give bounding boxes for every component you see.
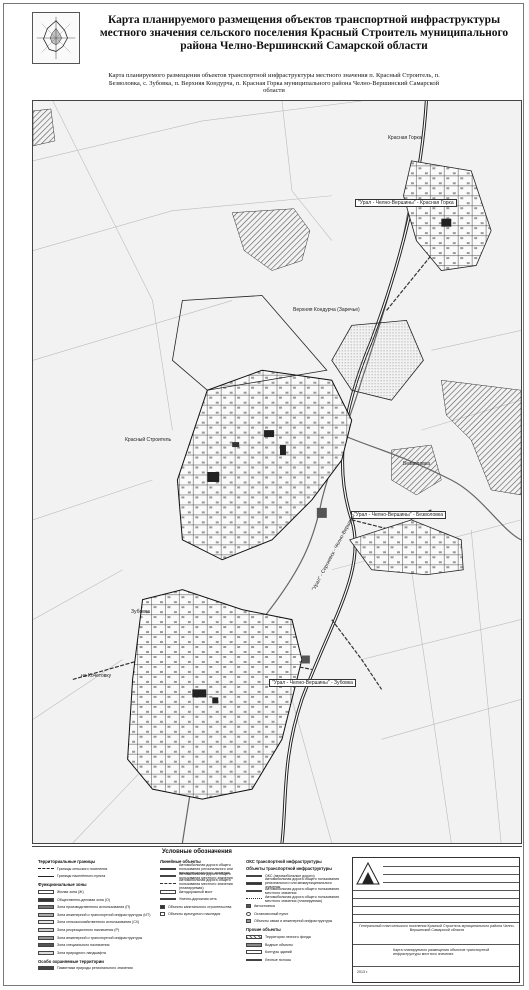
field-boundaries xyxy=(33,101,521,843)
legend-item: Автодорожный мост xyxy=(160,888,244,896)
legend-section-title: Линейные объекты xyxy=(160,859,201,864)
place-label: Зубовка xyxy=(131,609,150,615)
stamp-sheet-title: Карта планируемого размещения объектов т… xyxy=(393,948,490,957)
map-sheet: Карта планируемого размещения объектов т… xyxy=(3,3,524,986)
legend-item: Объекты культурного наследия xyxy=(160,911,244,919)
wind-rose-icon xyxy=(32,12,80,64)
legend-item: Границы населённого пункта xyxy=(38,873,156,881)
road-label: "Урал - Челно-Вершины" - Зубовка xyxy=(269,679,356,687)
legend-item: Зона рекреационного назначения (Р) xyxy=(38,926,156,934)
legend-item: Территории лесного фонда xyxy=(246,933,346,941)
page-title: Карта планируемого размещения объектов т… xyxy=(99,14,509,52)
legend-item: Зона инженерной и транспортной инфрастру… xyxy=(38,934,156,942)
road-label: на Кочетовку xyxy=(81,673,112,679)
legend-item: Автомобильная дорога общего пользования … xyxy=(246,895,346,903)
legend-section-title: Особо охраняемые территории xyxy=(38,958,104,964)
legend-item: Объекты капитального строительства xyxy=(160,903,244,911)
road-label: "Урал - Челно-Вершины" - Красная Горка xyxy=(355,199,457,207)
legend-item: Улично-дорожная сеть xyxy=(160,895,244,903)
legend-item: Границы сельского поселения xyxy=(38,865,156,873)
legend-section-title: Прочие объекты xyxy=(246,927,281,933)
industrial-object xyxy=(316,507,327,518)
legend-column-3: ОКС транспортной инфраструктуры Объекты … xyxy=(246,857,346,964)
road-label: "Урал - Челно-Вершины" - Безволовка xyxy=(351,511,446,519)
legend-item: Зона инженерной и транспортной инфрастру… xyxy=(38,911,156,919)
legend-item: Лесные полосы xyxy=(246,956,346,964)
legend: Условные обозначения Территориальные гра… xyxy=(32,846,522,986)
forest-areas xyxy=(33,108,521,496)
legend-item: Зона сельскохозяйственного использования… xyxy=(38,919,156,927)
legend-item: Автостоянка xyxy=(246,902,346,910)
legend-column-2: Линейные объекты Автомобильная дорога об… xyxy=(160,857,244,918)
settlement-krasny-stroitel xyxy=(171,295,353,561)
legend-section-title: Функциональные зоны xyxy=(38,882,87,888)
legend-item: Зона производственного использования (П) xyxy=(38,903,156,911)
stamp-year: 2013 г. xyxy=(357,970,368,974)
legend-item: Водные объекты xyxy=(246,941,346,949)
legend-item: Автомобильная дорога общего пользования … xyxy=(246,877,346,889)
place-label: Красная Горка xyxy=(388,135,422,141)
legend-item: Общественно-деловая зона (О) xyxy=(38,896,156,904)
map-subtitle: Карта планируемого размещения объектов т… xyxy=(108,72,440,95)
organization-logo-icon xyxy=(355,860,381,886)
legend-item: Контуры зданий xyxy=(246,948,346,956)
highway-road xyxy=(280,101,428,843)
place-label: Красный Строитель xyxy=(125,437,172,443)
legend-item: Памятники природы регионального значения xyxy=(38,965,156,973)
settlement-krasnaya-gorka xyxy=(403,160,492,271)
legend-section-title: Объекты транспортной инфраструктуры xyxy=(246,866,332,871)
settlement-verkhnyaya-kondurcha xyxy=(331,319,424,401)
legend-item: Объекты связи и инженерной инфраструктур… xyxy=(246,918,346,926)
legend-item: Зона природного ландшафта xyxy=(38,949,156,957)
legend-item: Жилая зона (Ж) xyxy=(38,888,156,896)
settlement-zubovka xyxy=(127,589,303,800)
settlement-bezvolovka xyxy=(349,519,464,576)
stamp-document-title: Генеральный план сельского поселения Кра… xyxy=(359,924,515,933)
legend-item: Остановочный пункт xyxy=(246,910,346,918)
legend-item: Зона специального назначения xyxy=(38,941,156,949)
legend-column-1: Территориальные границы Границы сельског… xyxy=(38,857,156,972)
legend-item: Автомобильная дорога общего пользования … xyxy=(160,872,244,880)
legend-section-title: ОКС транспортной инфраструктуры xyxy=(246,859,322,864)
place-label: Безволовка xyxy=(403,461,431,467)
map-canvas[interactable]: Красная Горка "Урал - Челно-Вершины" - К… xyxy=(32,100,522,844)
industrial-object xyxy=(301,655,310,664)
legend-section-title: Территориальные границы xyxy=(38,859,96,864)
legend-item: Автомобильная дорога общего пользования … xyxy=(246,887,346,895)
legend-item: Автомобильная дорога общего пользования … xyxy=(160,878,244,890)
legend-item: Автомобильная дорога общего пользования … xyxy=(160,863,244,875)
place-label: Верхняя Кондурча (Заречье) xyxy=(293,307,360,313)
legend-heading: Условные обозначения xyxy=(162,849,232,855)
legend-item: ОКС (автомобильные дороги) xyxy=(246,872,346,880)
title-block-stamp: Генеральный план сельского поселения Кра… xyxy=(352,857,520,983)
